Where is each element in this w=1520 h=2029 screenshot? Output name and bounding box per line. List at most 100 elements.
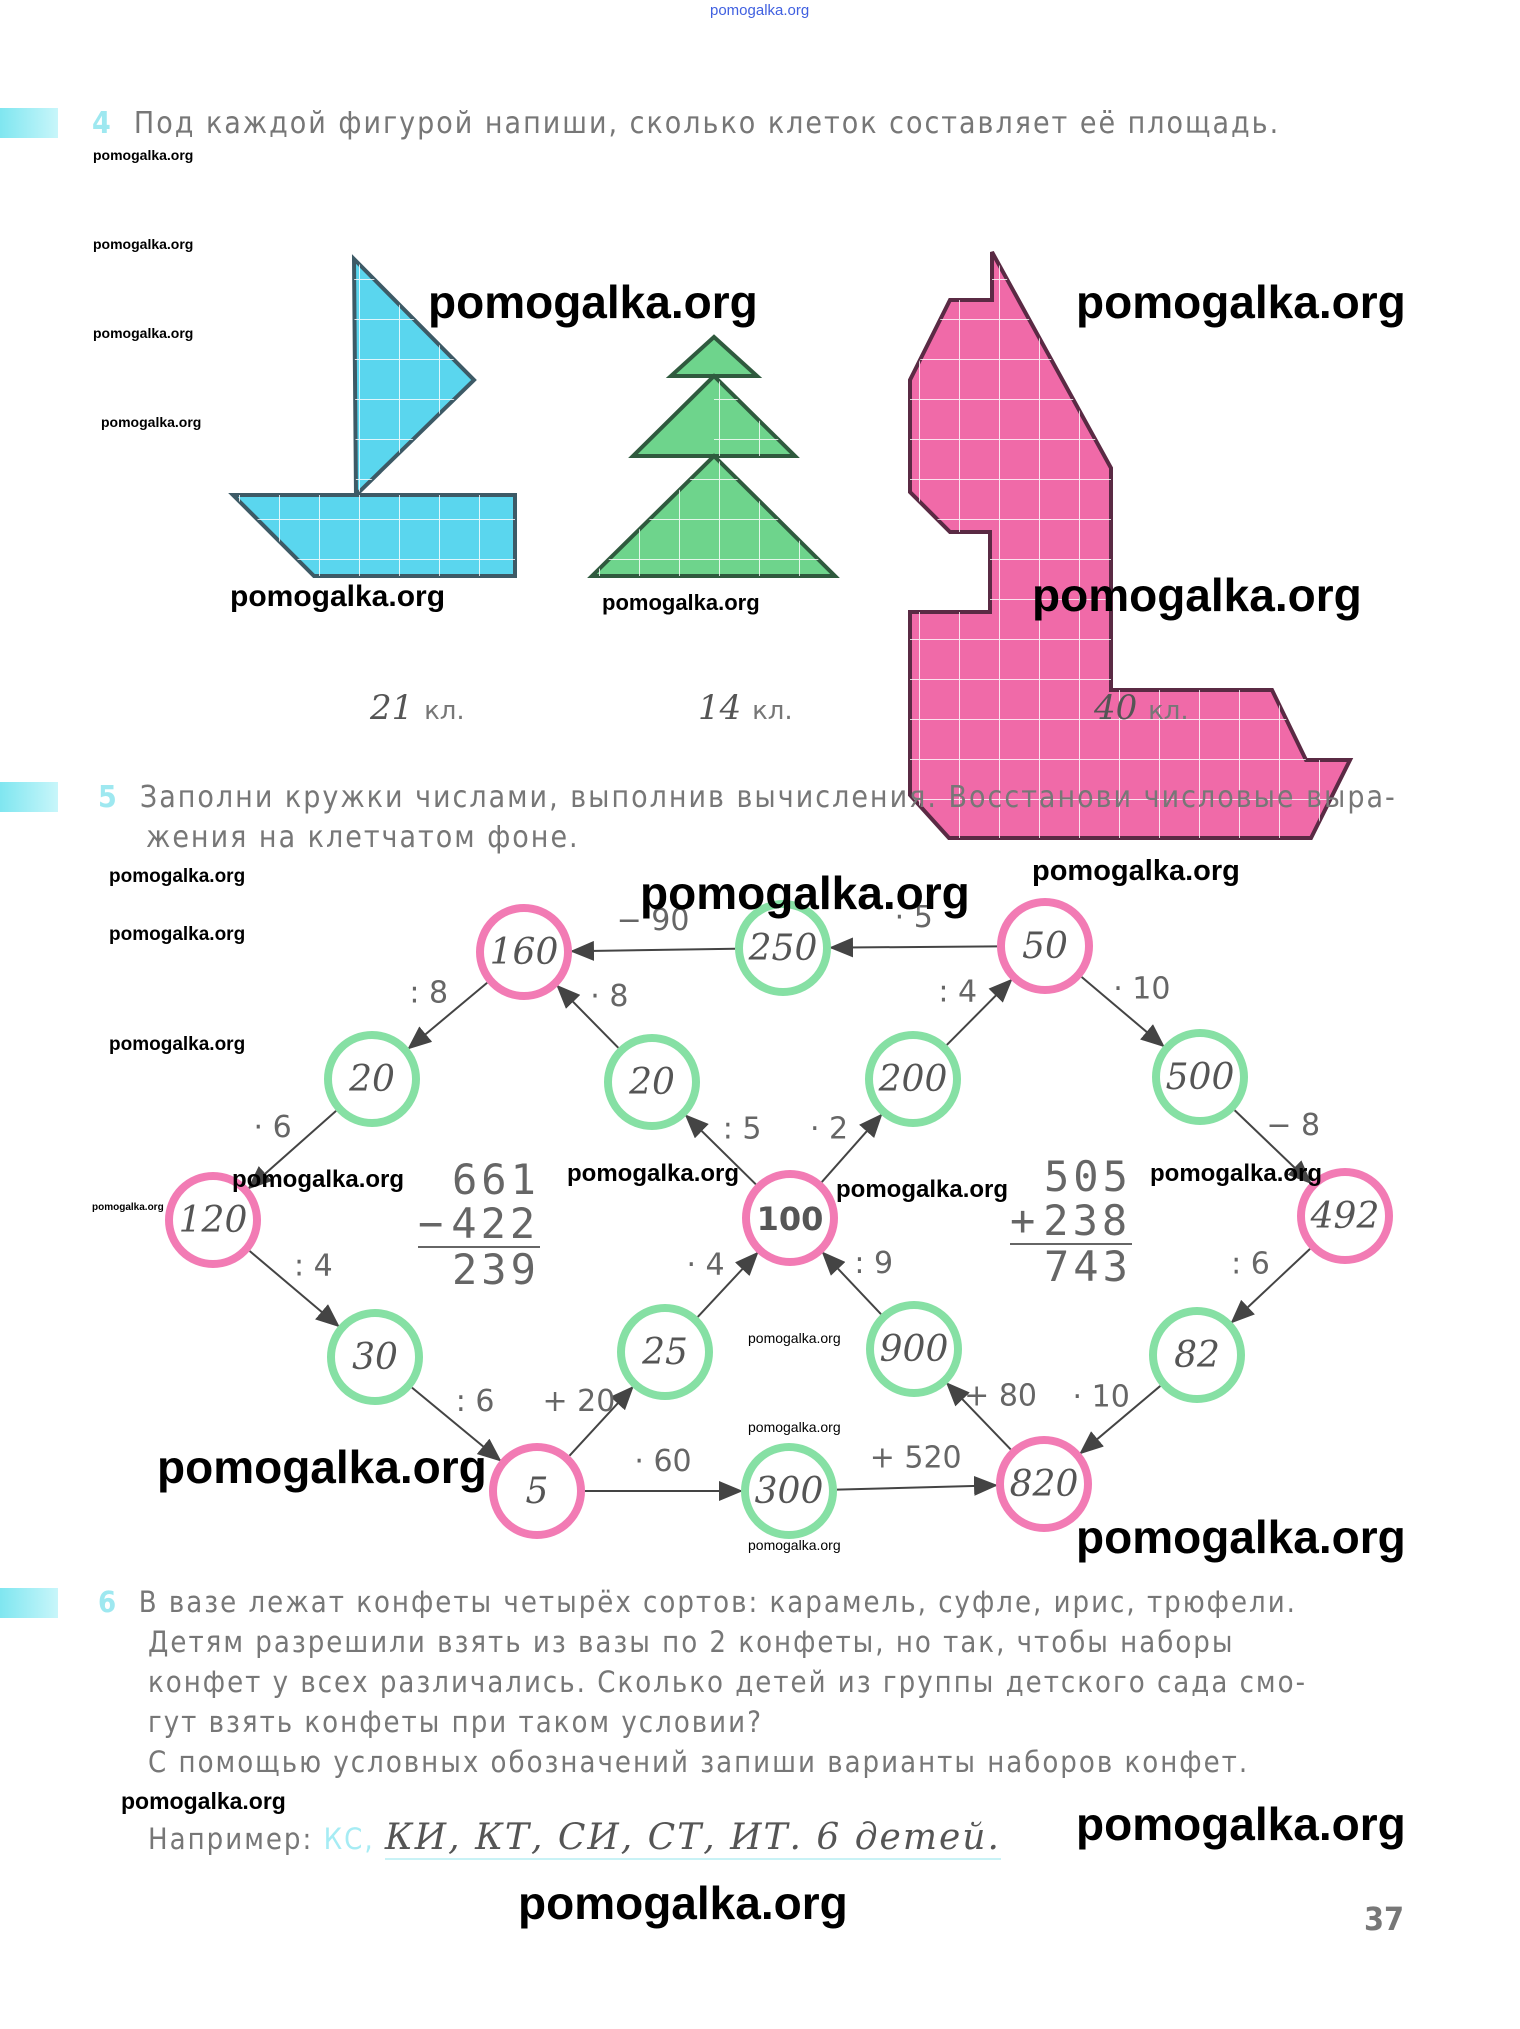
node-value: 492 — [1310, 1196, 1380, 1237]
task5-diagram: · 5− 90: 8· 8: 4· 10· 6: 5· 2− 8: 4· 4: … — [165, 898, 1393, 1539]
node-value: 82 — [1174, 1335, 1220, 1376]
watermark: pomogalka.org — [836, 1176, 1009, 1203]
circle-node — [742, 1170, 838, 1266]
watermark: pomogalka.org — [518, 1877, 848, 1929]
watermark: pomogalka.org — [230, 580, 446, 613]
arrow-n900-n100 — [821, 1251, 882, 1315]
tree-figure — [587, 334, 840, 578]
watermark: pomogalka.org — [101, 414, 202, 430]
answer-shape: 40 кл. — [1094, 688, 1189, 728]
node-value: 250 — [748, 928, 818, 969]
task5-line1: 5 Заполни кружки числами, выполнив вычис… — [98, 780, 1397, 815]
example-line: Например: КС, КИ, КТ, СИ, СТ, ИТ. 6 дете… — [148, 1817, 1001, 1860]
operation-label: · 8 — [590, 979, 628, 1014]
arrow-n492-n82 — [1230, 1248, 1311, 1324]
sailboat-figure — [228, 254, 517, 578]
node-value: 20 — [348, 1059, 395, 1100]
node-value: 100 — [757, 1200, 824, 1238]
node-value: 25 — [641, 1332, 688, 1373]
watermark: pomogalka.org — [92, 1202, 164, 1213]
circle-node — [1152, 1029, 1248, 1125]
circle-node — [165, 1172, 261, 1268]
arrow-n100-n200 — [821, 1113, 883, 1183]
circle-node — [324, 1031, 420, 1127]
task6-answer: КИ, КТ, СИ, СТ, ИТ. 6 детей. — [384, 1817, 1001, 1860]
operation-label: · 10 — [1073, 1380, 1130, 1415]
watermark: pomogalka.org — [1032, 569, 1362, 621]
task4-tab — [0, 108, 58, 138]
operation-label: : 5 — [723, 1112, 762, 1147]
operation-label: · 60 — [634, 1444, 691, 1479]
circle-node — [865, 1031, 961, 1127]
header-watermark: pomogalka.org — [710, 2, 810, 19]
watermark: pomogalka.org — [748, 1330, 841, 1346]
calc-left: 661 −422 239 — [418, 1155, 540, 1294]
arrow-n160-n20a — [407, 982, 488, 1050]
operation-label: : 9 — [854, 1246, 893, 1281]
watermark: pomogalka.org — [748, 1419, 841, 1435]
arrow-n50-n500 — [1081, 976, 1165, 1048]
watermark: pomogalka.org — [1032, 855, 1240, 887]
circle-node — [996, 1436, 1092, 1532]
answer-boat: 21 кл. — [370, 688, 465, 728]
operation-label: : 6 — [1231, 1247, 1270, 1282]
task-number: 4 — [92, 106, 113, 141]
watermark: pomogalka.org — [93, 325, 194, 341]
circle-node — [1149, 1307, 1245, 1403]
operation-label: − 90 — [617, 903, 690, 938]
arrow-n120-n30 — [249, 1250, 340, 1328]
watermark: pomogalka.org — [748, 1537, 841, 1553]
arrow-n5-n25 — [568, 1385, 634, 1457]
arrow-n200-n50 — [946, 978, 1013, 1046]
arrow-n50-n250 — [828, 937, 998, 958]
arrow-n250-n160 — [569, 940, 736, 961]
arrow-n82-n820 — [1079, 1385, 1161, 1455]
task4-heading: 4 Под каждой фигурой напиши, сколько кле… — [92, 106, 1280, 141]
watermark: pomogalka.org — [428, 276, 758, 328]
operation-label: + 20 — [543, 1384, 616, 1419]
watermark: pomogalka.org — [121, 1788, 286, 1814]
watermark: pomogalka.org — [232, 1166, 405, 1193]
watermark: pomogalka.org — [1076, 276, 1406, 328]
node-value: 120 — [179, 1200, 248, 1241]
operation-label: · 2 — [810, 1112, 848, 1147]
pink-figure — [908, 251, 1354, 840]
task6-text: 6 В вазе лежат конфеты четырёх сортов: к… — [98, 1585, 1307, 1779]
operation-label: · 6 — [254, 1110, 292, 1145]
operation-label: + 80 — [964, 1379, 1037, 1414]
arrow-n500-n492 — [1233, 1109, 1312, 1185]
arrow-n820-n900 — [945, 1382, 1012, 1451]
watermark: pomogalka.org — [93, 236, 194, 252]
watermark: pomogalka.org — [1076, 1798, 1406, 1850]
arrow-n20b-n160 — [556, 984, 620, 1049]
node-value: 30 — [352, 1337, 398, 1378]
operation-label: : 8 — [409, 975, 448, 1010]
node-value: 900 — [880, 1329, 949, 1370]
circle-node — [741, 1443, 837, 1539]
circle-node — [866, 1301, 962, 1397]
operation-label: · 10 — [1113, 972, 1170, 1007]
watermark: pomogalka.org — [109, 866, 246, 887]
operation-label: · 4 — [686, 1248, 724, 1283]
node-value: 300 — [755, 1471, 824, 1512]
task6-tab — [0, 1588, 58, 1618]
node-value: 5 — [526, 1471, 549, 1512]
node-value: 50 — [1022, 926, 1068, 967]
task5-tab — [0, 782, 58, 812]
page-number: 37 — [1364, 1900, 1405, 1938]
circle-node — [1297, 1168, 1393, 1264]
arrow-n300-n820 — [836, 1475, 999, 1496]
watermark: pomogalka.org — [640, 867, 970, 919]
node-value: 160 — [490, 932, 559, 973]
watermark: pomogalka.org — [93, 147, 194, 163]
circle-node — [327, 1309, 423, 1405]
watermark: pomogalka.org — [602, 590, 760, 615]
operation-label: − 8 — [1266, 1108, 1320, 1143]
calc-right: 505 +238 743 — [1010, 1152, 1132, 1291]
watermark: pomogalka.org — [1076, 1511, 1406, 1563]
operation-label: : 4 — [938, 974, 977, 1009]
node-value: 20 — [628, 1062, 675, 1103]
watermark: pomogalka.org — [109, 1034, 246, 1055]
operation-label: : 4 — [294, 1249, 333, 1284]
watermark: pomogalka.org — [567, 1160, 740, 1187]
